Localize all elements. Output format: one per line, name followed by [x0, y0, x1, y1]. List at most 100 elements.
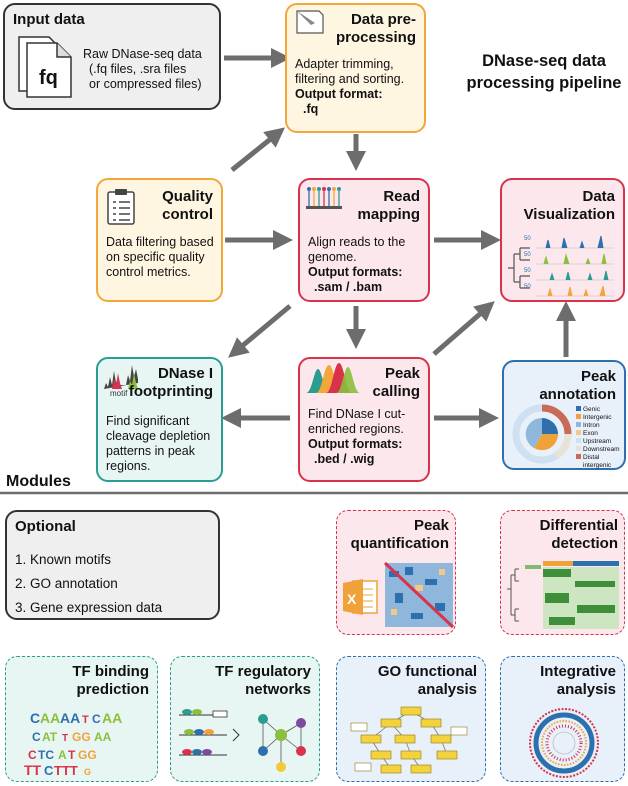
input-line-3: or compressed files)	[89, 77, 202, 91]
go-functional-title: GO functional analysis	[378, 663, 477, 699]
peak-calling-output-value: .bed / .wig	[314, 452, 375, 466]
differential-title-line-2: detection	[551, 535, 618, 552]
svg-text:50: 50	[524, 252, 531, 258]
footprinting-description: Find significant cleavage depletion patt…	[106, 414, 224, 474]
svg-text:X: X	[347, 591, 357, 607]
circos-plot	[529, 708, 599, 778]
tf-regulatory-title-line-1: TF regulatory	[215, 663, 311, 680]
genome-track-plot: 50 50 50 50	[508, 235, 614, 297]
read-mapping-box: Read mapping Align reads to the genome. …	[298, 178, 430, 302]
preprocessing-output-value: .fq	[303, 102, 319, 116]
page-title: DNase-seq data processing pipeline	[460, 50, 628, 94]
quality-control-description: Data filtering based on specific quality…	[106, 235, 224, 280]
footprinting-line-1: Find significant	[106, 414, 190, 428]
svg-text:AA: AA	[60, 710, 80, 726]
visualization-title-line-2: Visualization	[523, 206, 615, 223]
svg-text:C: C	[28, 748, 37, 762]
quality-title-line-1: Quality	[162, 188, 213, 205]
visualization-title-line-1: Data	[582, 188, 615, 205]
svg-text:C: C	[92, 712, 101, 726]
mapping-title-line-1: Read	[383, 188, 420, 205]
differential-title-line-1: Differential	[539, 517, 618, 534]
peak-calling-line-2: enriched regions.	[308, 422, 404, 436]
peak-calling-output-label: Output formats:	[308, 437, 403, 451]
quality-control-box: Quality control Data filtering based on …	[96, 178, 223, 302]
differential-detection-box: Differential detection	[500, 510, 625, 635]
spreadsheet-icon: X	[343, 579, 378, 615]
legend-downstream: Downstream	[576, 446, 619, 454]
clipboard-icon	[107, 189, 135, 225]
peak-calling-box: Peak calling Find DNase I cut- enriched …	[298, 357, 430, 482]
differential-heatmap	[507, 561, 619, 629]
quality-title-line-2: control	[162, 206, 213, 223]
read-mapping-title: Read mapping	[358, 188, 421, 224]
peak-calling-title-line-1: Peak	[384, 365, 420, 382]
svg-text:A: A	[58, 748, 67, 762]
svg-text:C: C	[30, 710, 40, 726]
integrative-title: Integrative analysis	[540, 663, 616, 699]
read-mapping-description: Align reads to the genome. Output format…	[308, 235, 430, 295]
svg-text:50: 50	[524, 268, 531, 274]
preprocessing-title: Data pre- processing	[336, 11, 416, 47]
peak-calling-title-line-2: calling	[372, 383, 420, 400]
annotation-title-line-2: annotation	[539, 386, 616, 403]
page-title-line-1: DNase-seq data	[482, 52, 606, 70]
svg-text:AA: AA	[94, 730, 112, 744]
quality-line-3: control metrics.	[106, 265, 191, 279]
preprocessing-line-1: Adapter trimming,	[295, 57, 394, 71]
svg-text:T: T	[62, 733, 68, 744]
tf-binding-title-line-2: prediction	[76, 681, 149, 698]
arrow-quality-to-preprocessing	[230, 127, 286, 172]
preprocessing-box: Data pre- processing Adapter trimming, f…	[285, 3, 426, 133]
peak-annotation-box: Peak annotation Genic Intergenic Intron …	[502, 360, 626, 470]
fq-file-icon	[18, 36, 72, 98]
preprocessing-title-line-1: Data pre-	[350, 11, 416, 28]
visualization-box: Data Visualization 50 50 50 50	[500, 178, 625, 302]
integrative-box: Integrative analysis	[500, 656, 625, 782]
quality-line-1: Data filtering based	[106, 235, 214, 249]
optional-item-known-motifs: 1. Known motifs	[15, 552, 112, 567]
visualization-title: Data Visualization	[524, 188, 615, 224]
annotation-title-line-1: Peak	[580, 368, 616, 385]
footprinting-title: DNase I footprinting	[129, 365, 213, 401]
quality-line-2: on specific quality	[106, 250, 205, 264]
peak-quantification-title: Peak quantification	[351, 517, 449, 553]
optional-list: 1. Known motifs 2. GO annotation 3. Gene…	[15, 548, 162, 620]
page-title-line-2: processing pipeline	[466, 74, 622, 92]
input-line-1: Raw DNase-seq data	[83, 47, 202, 61]
svg-text:TT: TT	[24, 762, 42, 778]
input-data-title: Input data	[13, 11, 85, 28]
mapping-line-2: genome.	[308, 250, 357, 264]
annotation-donut-chart	[512, 404, 572, 464]
footprinting-title-line-1: DNase I	[157, 365, 213, 382]
svg-text:TTT: TTT	[54, 763, 78, 778]
peak-icon	[306, 363, 360, 393]
mapping-output-value: .sam / .bam	[314, 280, 383, 294]
footprint-motif-label: motif	[110, 389, 128, 398]
correlation-heatmap	[383, 561, 455, 629]
annotation-legend: Genic Intergenic Intron Exon Upstream Do…	[576, 406, 619, 470]
go-functional-title-line-2: analysis	[417, 681, 477, 698]
optional-title: Optional	[15, 518, 76, 535]
preprocessing-line-2: filtering and sorting.	[295, 72, 405, 86]
peak-calling-description: Find DNase I cut- enriched regions. Outp…	[308, 407, 430, 467]
input-line-2: (.fq files, .sra files	[89, 62, 187, 76]
scissors-icon	[296, 10, 324, 34]
footprinting-box: motif DNase I footprinting Find signific…	[96, 357, 223, 482]
go-functional-box: GO functional analysis	[336, 656, 486, 782]
footprinting-line-3: patterns in peak	[106, 444, 195, 458]
mapping-line-1: Align reads to the	[308, 235, 406, 249]
preprocessing-description: Adapter trimming, filtering and sorting.…	[295, 57, 425, 117]
mapping-title-line-2: mapping	[357, 206, 421, 223]
legend-distal-2: intergenic	[583, 462, 612, 469]
peak-quant-title-line-2: quantification	[350, 535, 449, 552]
tf-binding-box: TF binding prediction C AA AA T C AA C A…	[5, 656, 158, 782]
tf-regulatory-box: TF regulatory networks	[170, 656, 320, 782]
svg-text:GG: GG	[78, 748, 97, 762]
regulatory-network-diagram	[179, 709, 306, 772]
differential-title: Differential detection	[540, 517, 618, 553]
go-graph-diagram	[350, 706, 468, 774]
svg-text:AA: AA	[40, 710, 60, 726]
legend-distal: Distal	[576, 454, 619, 462]
svg-text:50: 50	[524, 236, 531, 242]
